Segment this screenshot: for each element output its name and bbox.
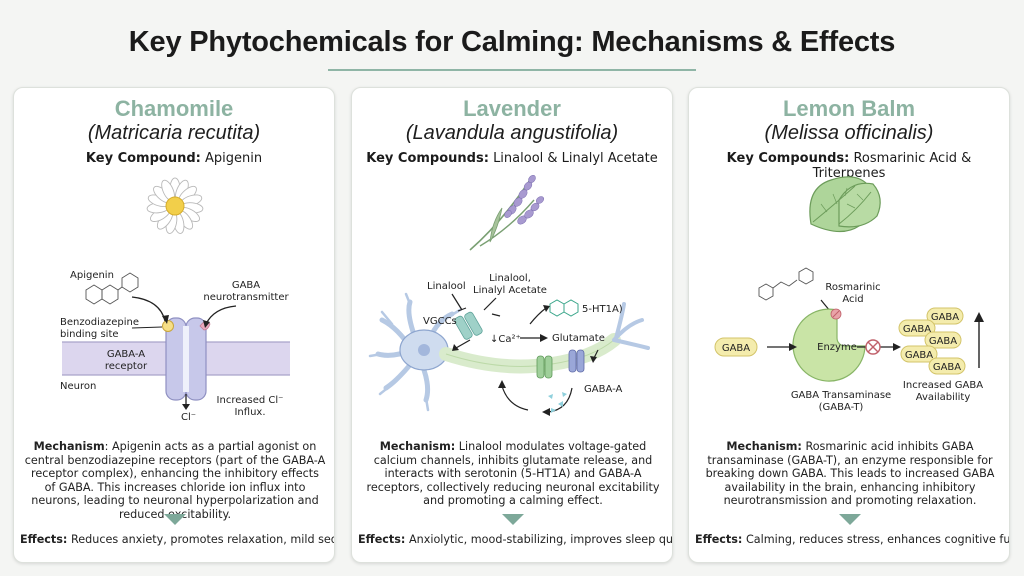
mechanism-label: Mechanism:: [379, 440, 456, 453]
chamomile-diagram: Apigenin GABA neurotransmitter Benzodiaz…: [60, 177, 290, 423]
label-linalool: Linalool: [427, 281, 466, 292]
label-gaba-a: GABA-A: [107, 349, 145, 360]
arrow-gaba-to-receptor: [205, 305, 237, 325]
vgcc-channel-icon: [454, 311, 483, 340]
glutamate-receptor-icon: [536, 355, 553, 379]
gaba-a-receptor-icon: [568, 349, 585, 373]
plant-latin-name: (Melissa officinalis): [764, 122, 934, 144]
card-lemon-balm: Lemon Balm (Melissa officinalis) Key Com…: [688, 87, 1010, 563]
plant-name: Chamomile: [114, 96, 234, 121]
effects-label: Effects:: [358, 533, 406, 546]
label-influx: Influx.: [234, 407, 265, 418]
effects-body: Calming, reduces stress, enhances cognit…: [745, 533, 1010, 546]
lavender-sprig-icon: [469, 174, 545, 251]
label-acid: Acid: [842, 294, 863, 305]
card-lavender: Lavender (Lavandula angustifolia) Key Co…: [351, 87, 673, 563]
label-gaba-5: GABA: [933, 362, 961, 373]
label-vgccs: VGCCs: [423, 316, 457, 327]
effects-text: Effects: Reduces anxiety, promotes relax…: [20, 533, 334, 546]
rosmarinic-acid-molecule-icon: [758, 267, 814, 301]
gaba-a-receptor-icon: [162, 317, 211, 401]
effects-label: Effects:: [695, 533, 743, 546]
down-arrow-icon: [502, 514, 524, 525]
label-gaba-2: GABA: [903, 324, 931, 335]
label-rosmarinic: Rosmarinic: [825, 282, 880, 293]
apigenin-molecule-icon: [85, 272, 139, 305]
label-neuron: Neuron: [60, 381, 96, 392]
key-compound: Key Compound: Apigenin: [14, 151, 334, 166]
effects-body: Anxiolytic, mood-stabilizing, improves s…: [408, 533, 673, 546]
label-linalool-2: Linalool,: [489, 273, 531, 284]
plant-name: Lemon Balm: [782, 96, 916, 121]
effects-body: Reduces anxiety, promotes relaxation, mi…: [70, 533, 334, 546]
page-title: Key Phytochemicals for Calming: Mechanis…: [128, 26, 896, 58]
label-5-ht1a: 5-HT1A): [582, 304, 623, 315]
key-compound: Key Compounds: Rosmarinic Acid & Triterp…: [689, 151, 1009, 181]
key-compound-label: Key Compounds:: [366, 151, 489, 166]
label-gaba-t: (GABA-T): [819, 402, 864, 413]
key-compound-value: Apigenin: [204, 151, 263, 166]
mechanism-label: Mechanism: [33, 440, 105, 453]
label-increased-gaba: Increased GABA: [903, 380, 983, 391]
label-binding-site: binding site: [60, 329, 119, 340]
mechanism-body: : Apigenin acts as a partial agonist on …: [24, 440, 326, 521]
mechanism-label: Mechanism:: [726, 440, 802, 453]
neurotransmitter-particles: [548, 392, 567, 413]
arrow-gaba-to-enzyme: [789, 343, 797, 351]
label-chloride: Cl⁻: [181, 412, 196, 423]
enzyme-icon: [792, 308, 866, 382]
down-arrow-icon: [164, 514, 186, 525]
label-gaba-3: GABA: [929, 336, 957, 347]
mechanism-text: Mechanism: Linalool modulates voltage-ga…: [362, 440, 664, 508]
effects-text: Effects: Anxiolytic, mood-stabilizing, i…: [358, 533, 672, 546]
lavender-diagram: 5-HT1A) Linalool Linalool, Linalyl Aceta…: [368, 174, 650, 416]
label-benzodiazepine: Benzodiazepine: [60, 317, 139, 328]
mechanism-body: Rosmarinic acid inhibits GABA transamina…: [705, 440, 995, 508]
label-gaba: GABA: [232, 280, 260, 291]
label-gaba-a: GABA-A: [584, 384, 622, 395]
key-compound-value: Rosmarinic Acid & Triterpenes: [812, 151, 972, 181]
effects-text: Effects: Calming, reduces stress, enhanc…: [695, 533, 1009, 546]
label-linalyl-acetate: Linalyl Acetate: [473, 285, 547, 296]
label-glutamate: Glutamate: [552, 333, 605, 344]
arrow-chloride-influx: [182, 404, 190, 410]
label-enzyme: Enzyme: [817, 342, 857, 353]
plant-latin-name: (Lavandula angustifolia): [405, 122, 619, 144]
label-receptor: receptor: [105, 361, 148, 372]
down-arrow-icon: [839, 514, 861, 525]
mechanism-text: Mechanism: Rosmarinic acid inhibits GABA…: [699, 440, 1001, 508]
lemon-balm-diagram: Rosmarinic Acid Enzyme GABA GABA: [714, 176, 984, 413]
title-divider: [328, 69, 696, 71]
label-increased-cl: Increased Cl⁻: [217, 395, 284, 406]
key-compound-label: Key Compounds:: [726, 151, 850, 166]
effects-label: Effects:: [20, 533, 68, 546]
label-gaba-transaminase: GABA Transaminase: [791, 390, 891, 401]
key-compound: Key Compounds: Linalool & Linalyl Acetat…: [352, 151, 672, 166]
neuron-icon: [368, 292, 650, 412]
key-compound-value: Linalool & Linalyl Acetate: [493, 151, 658, 166]
chamomile-flower-icon: [146, 177, 204, 234]
card-chamomile: Chamomile (Matricaria recutita) Key Comp…: [13, 87, 335, 563]
plant-latin-name: (Matricaria recutita): [87, 122, 261, 144]
plant-name: Lavender: [463, 96, 561, 121]
arrow-to-5ht1a: [529, 307, 547, 325]
label-gaba-4: GABA: [905, 350, 933, 361]
mechanism-text: Mechanism: Apigenin acts as a partial ag…: [24, 440, 326, 522]
label-apigenin: Apigenin: [70, 270, 114, 281]
serotonin-molecule-icon: [549, 299, 579, 317]
key-compound-label: Key Compound:: [85, 151, 201, 166]
arrow-calcium-in: [455, 339, 471, 349]
gaba-input-pill: [714, 337, 758, 357]
gaba-cluster: GABA GABA GABA GABA GABA: [898, 307, 966, 375]
label-availability: Availability: [916, 392, 971, 403]
label-gaba-1: GABA: [931, 312, 959, 323]
label-neurotransmitter: neurotransmitter: [203, 292, 289, 303]
lemon-balm-leaf-icon: [809, 176, 881, 233]
label-gaba-input: GABA: [722, 343, 750, 354]
mechanism-body: Linalool modulates voltage-gated calcium…: [366, 440, 660, 508]
label-calcium: ↓Ca²⁺: [490, 334, 521, 345]
